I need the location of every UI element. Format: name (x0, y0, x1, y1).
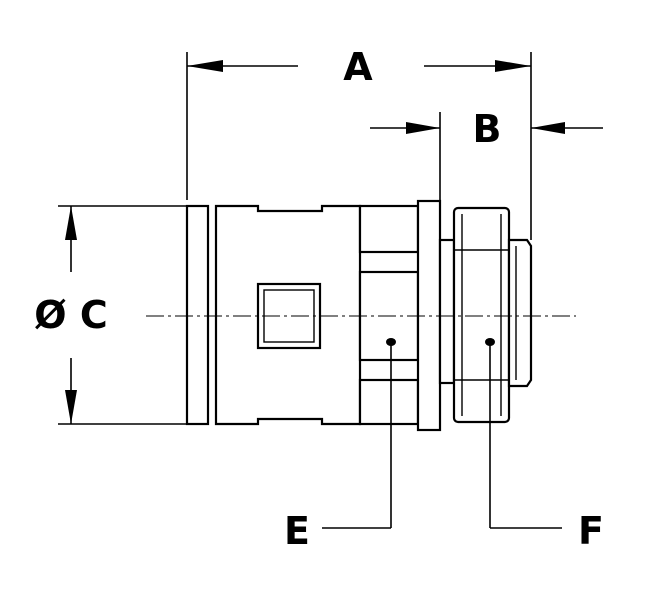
arrow-a-left (187, 60, 223, 72)
arrow-c-bottom (65, 390, 77, 424)
arrow-a-right (495, 60, 531, 72)
arrow-b-left (406, 122, 440, 134)
leader-f: F (485, 338, 604, 553)
label-a: A (343, 45, 373, 89)
label-e: E (284, 509, 310, 553)
washer (438, 238, 456, 385)
connector-body (185, 199, 533, 432)
label-c: Ø C (34, 293, 107, 337)
dimension-a: A (186, 45, 532, 240)
label-b: B (473, 107, 502, 151)
dimension-c: Ø C (34, 205, 187, 425)
arrow-c-top (65, 206, 77, 240)
arrow-b-right (531, 122, 565, 134)
label-f: F (578, 509, 604, 553)
clamp-segment-bottom (358, 378, 420, 426)
clamp-segment-top (358, 204, 420, 254)
threaded-tail (507, 238, 533, 388)
left-flange (185, 204, 210, 426)
leader-e: E (284, 338, 396, 553)
dimension-b: B (370, 107, 603, 200)
